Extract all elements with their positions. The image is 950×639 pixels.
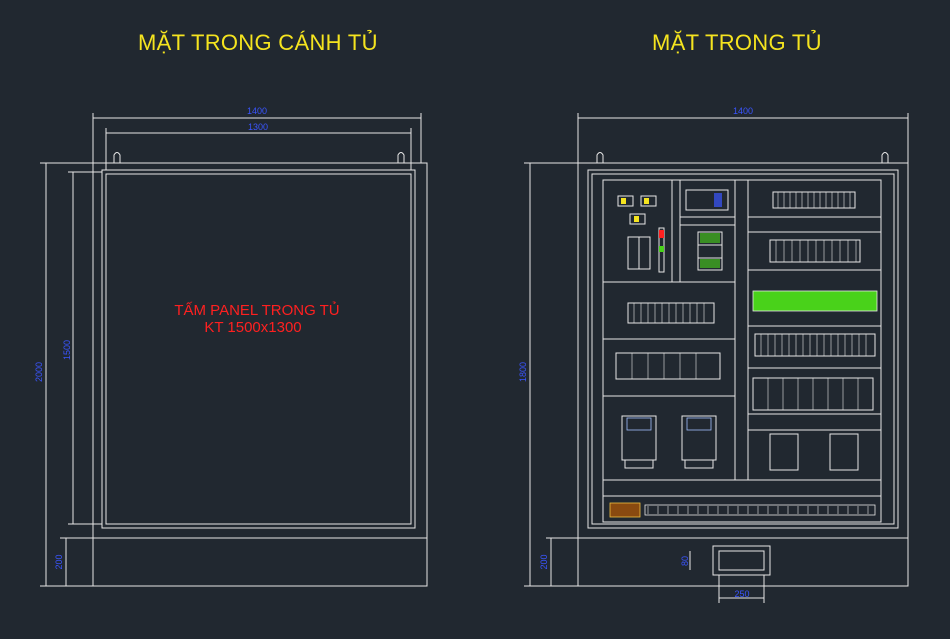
dim-gland-height: 80 bbox=[680, 556, 690, 566]
hook-right bbox=[397, 152, 405, 163]
drive-3 bbox=[769, 433, 799, 471]
mounting-plate bbox=[602, 179, 882, 523]
dim-left-height-total: 2000 bbox=[34, 362, 44, 382]
dim-left-base: 200 bbox=[54, 554, 64, 569]
cabinet-frame-inner bbox=[591, 173, 895, 525]
terminal-block-orange bbox=[609, 502, 641, 518]
cabinet-view bbox=[524, 113, 909, 603]
dim-left-width-outer: 1400 bbox=[247, 106, 267, 116]
cabinet-outline bbox=[577, 162, 909, 587]
dim-right-base: 200 bbox=[539, 554, 549, 569]
dim-right-height: 1800 bbox=[518, 362, 528, 382]
panel-note-line1: TẤM PANEL TRONG TỦ bbox=[174, 301, 339, 319]
title-door-inside: MẶT TRONG CÁNH TỦ bbox=[138, 30, 378, 55]
title-cabinet-inside: MẶT TRONG TỦ bbox=[652, 30, 822, 55]
drive-4 bbox=[829, 433, 859, 471]
hook-left-cabinet bbox=[596, 152, 604, 163]
hook-right-cabinet bbox=[881, 152, 889, 163]
door-view bbox=[40, 113, 428, 587]
cable-gland bbox=[712, 545, 771, 576]
dim-right-width: 1400 bbox=[733, 106, 753, 116]
dim-gland-width: 250 bbox=[734, 589, 749, 599]
door-panel-outer bbox=[101, 169, 416, 529]
terminal-block-green bbox=[752, 290, 878, 312]
cabinet-frame-outer bbox=[587, 169, 899, 529]
hook-left bbox=[113, 152, 121, 163]
dim-left-height-panel: 1500 bbox=[62, 340, 72, 360]
door-outline bbox=[92, 162, 428, 587]
dim-left-width-inner: 1300 bbox=[248, 122, 268, 132]
panel-note-line2: KT 1500x1300 bbox=[204, 319, 301, 336]
door-panel-inner bbox=[105, 173, 412, 525]
